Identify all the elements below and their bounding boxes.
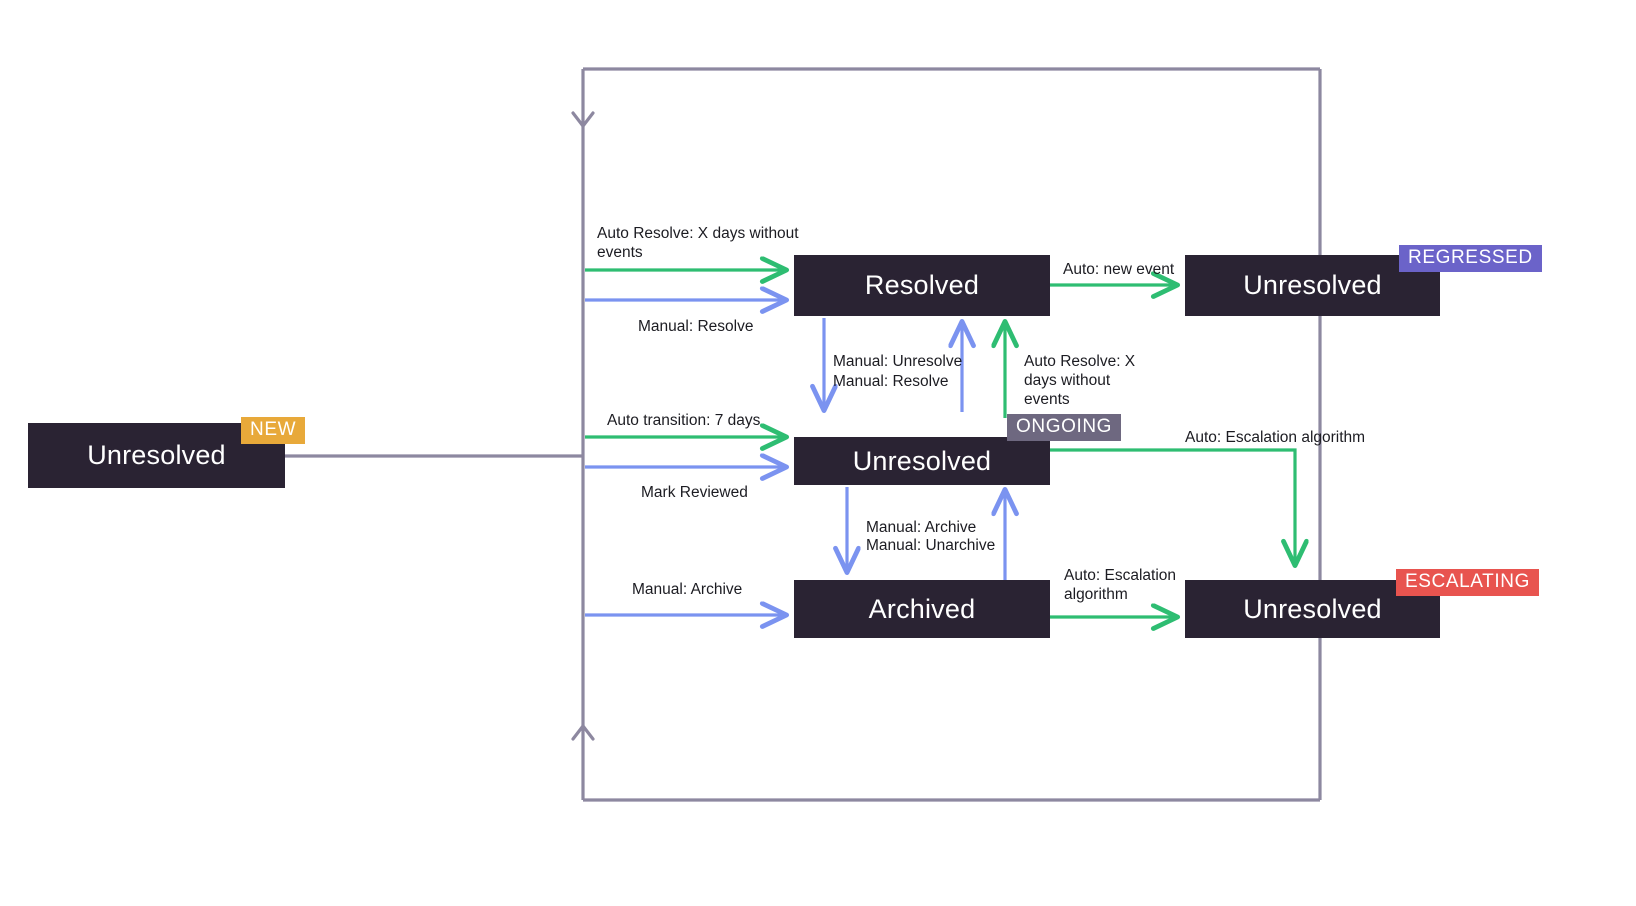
loop-connector-outer: [285, 67, 1322, 802]
edge-label-manual-resolve-top: Manual: Resolve: [638, 318, 754, 335]
edge-label-auto-resolve-top: Auto Resolve: X days without events: [597, 225, 799, 261]
state-box-regressed[interactable]: Unresolved: [1185, 255, 1440, 316]
state-label: Unresolved: [1243, 593, 1382, 624]
badge-new: NEW: [241, 417, 306, 444]
state-box-ongoing[interactable]: Unresolved: [794, 437, 1050, 485]
edge-label-auto-transition-7d: Auto transition: 7 days: [607, 412, 761, 429]
edge-label-manual-archive-mid: Manual: Archive: [866, 519, 977, 536]
edge-label-manual-unresolve: Manual: Unresolve: [833, 353, 963, 370]
edge-label-mark-reviewed: Mark Reviewed: [641, 484, 748, 501]
state-label: Resolved: [864, 270, 980, 300]
badge-escalating: ESCALATING: [1396, 569, 1539, 596]
state-label: Unresolved: [852, 445, 992, 476]
badge-ongoing: ONGOING: [1007, 414, 1122, 441]
state-box-archived[interactable]: Archived: [794, 580, 1050, 638]
state-label: Unresolved: [87, 440, 226, 470]
edge-label-auto-escalation-bottom: Auto: Escalation algorithm: [1064, 567, 1177, 603]
edge-auto-escalation-top: [1050, 448, 1295, 565]
state-box-resolved[interactable]: Resolved: [794, 255, 1050, 316]
state-label: Archived: [868, 593, 976, 624]
state-box-escalating[interactable]: Unresolved: [1185, 580, 1440, 638]
edge-label-auto-resolve-mid: Auto Resolve: X days without events: [1024, 353, 1136, 408]
badge-regressed: REGRESSED: [1399, 245, 1542, 272]
edge-label-manual-unarchive-mid: Manual: Unarchive: [866, 537, 996, 554]
state-label: Unresolved: [1243, 270, 1382, 300]
edge-label-manual-resolve-mid: Manual: Resolve: [833, 373, 949, 390]
edge-label-auto-escalation-top: Auto: Escalation algorithm: [1185, 429, 1366, 446]
edge-label-auto-new-event: Auto: new event: [1063, 261, 1175, 278]
edge-label-manual-archive-bottom: Manual: Archive: [632, 581, 743, 598]
